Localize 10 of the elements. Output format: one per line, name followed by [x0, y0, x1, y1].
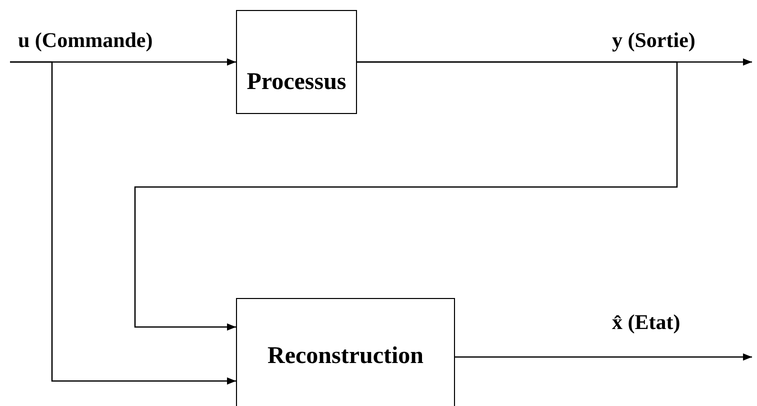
box-label: Processus [246, 69, 346, 96]
edge-label: y (Sortie) [612, 28, 696, 53]
process-box [236, 10, 357, 114]
process-box [236, 298, 455, 406]
arrow [134, 61, 678, 331]
box-label: Reconstruction [268, 343, 424, 370]
arrow [455, 353, 752, 361]
arrow [10, 61, 236, 385]
edge-label: u (Commande) [18, 28, 153, 53]
edge-label: x̂ (Etat) [612, 310, 680, 335]
